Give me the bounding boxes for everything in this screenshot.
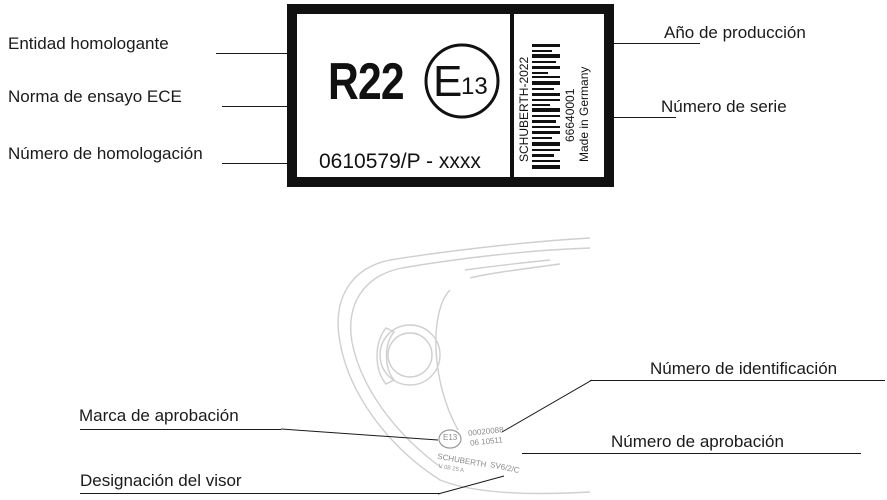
label-serial-number: Número de serie bbox=[661, 97, 787, 116]
leader-line-identification-number-h bbox=[590, 380, 885, 381]
leader-line-approval-number bbox=[522, 453, 861, 454]
label-left-panel: R22 E 13 0610579/P - xxxx bbox=[297, 14, 510, 177]
label-production-year: Año de producción bbox=[664, 23, 806, 42]
label-identification-number: Número de identificación bbox=[650, 359, 838, 378]
e-mark-icon: E 13 bbox=[424, 43, 500, 119]
e-mark-country: 13 bbox=[461, 73, 488, 100]
homologation-label: R22 E 13 0610579/P - xxxx SCHUBERTH-2022 bbox=[287, 4, 614, 187]
leader-line-homologation-number bbox=[222, 163, 320, 164]
homologation-number: 0610579/P - xxxx bbox=[319, 150, 481, 173]
label-homologating-entity: Entidad homologante bbox=[8, 34, 169, 53]
leader-line-approval-mark-diag bbox=[280, 428, 439, 441]
leader-line-production-year bbox=[565, 43, 700, 44]
leader-line-visor-designation-diag bbox=[437, 475, 505, 495]
label-ece-test-standard: Norma de ensayo ECE bbox=[8, 87, 182, 106]
label-visor-designation: Designación del visor bbox=[80, 471, 242, 490]
regulation-code: R22 bbox=[328, 53, 405, 111]
leader-line-serial-number bbox=[596, 117, 676, 118]
e-mark-letter: E bbox=[433, 57, 462, 106]
visor-e-mark-icon bbox=[438, 429, 462, 449]
leader-line-identification-number-diag bbox=[501, 379, 593, 433]
leader-line-visor-designation-h bbox=[80, 493, 440, 494]
visor-e-mark-text: E13 bbox=[443, 433, 458, 442]
manufacturer-year: SCHUBERTH-2022 bbox=[517, 56, 531, 162]
leader-line-ece-test-standard bbox=[222, 106, 322, 107]
label-homologation-number: Número de homologación bbox=[8, 144, 203, 163]
leader-line-approval-mark-h bbox=[80, 429, 281, 430]
label-right-panel: SCHUBERTH-2022 bbox=[514, 14, 604, 177]
label-approval-mark: Marca de aprobación bbox=[79, 406, 239, 425]
made-in: Made in Germany bbox=[577, 66, 591, 162]
label-approval-number: Número de aprobación bbox=[611, 432, 784, 451]
barcode-icon bbox=[532, 44, 560, 169]
serial-number-value: 66640001 bbox=[563, 88, 577, 142]
visor-drawing bbox=[337, 237, 591, 495]
